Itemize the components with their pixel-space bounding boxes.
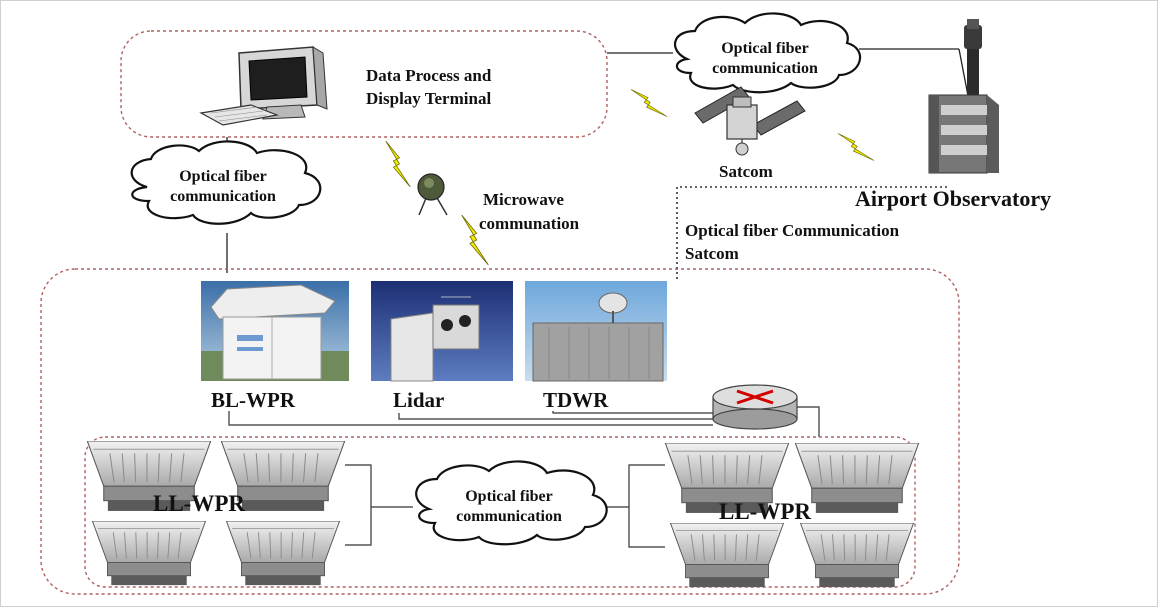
connector-right-llwpr-cloud — [628, 464, 665, 548]
ll-wpr-left-label: LL-WPR — [153, 491, 245, 516]
tdwr-photo — [525, 281, 667, 382]
field-container — [40, 268, 960, 595]
terminal-container — [120, 30, 608, 138]
connector-blwpr-router — [228, 411, 713, 426]
airport-label: Airport Observatory — [855, 186, 1051, 211]
cloud-left-label-line1: Optical fiber — [179, 168, 267, 185]
lidar-photo — [371, 281, 513, 382]
cloud-bottom-label-line2: communication — [456, 508, 562, 525]
cloud-top-label-line2: communication — [712, 60, 818, 77]
cloud-bottom-label-line1: Optical fiber — [465, 488, 553, 505]
desktop-computer-icon — [199, 46, 328, 126]
satcom-label: Satcom — [719, 162, 773, 181]
link-label-line2: Satcom — [685, 244, 739, 263]
connector-router-right — [797, 406, 820, 437]
wind-profiler-radar-icon — [799, 523, 915, 588]
lidar-label: Lidar — [393, 388, 444, 412]
tdwr-label: TDWR — [543, 388, 609, 412]
wind-profiler-radar-icon — [91, 521, 207, 586]
bl-wpr-photo — [201, 281, 349, 381]
connector-dotted-link — [676, 186, 947, 281]
ll-wpr-right-label: LL-WPR — [719, 499, 811, 524]
lightning-icon — [385, 141, 411, 187]
router-icon — [712, 384, 798, 430]
link-label-line1: Optical fiber Communication — [685, 221, 900, 240]
cloud-top — [674, 12, 862, 94]
microwave-label-line1: Microwave — [483, 190, 564, 209]
cloud-left-label-line2: communication — [170, 188, 276, 205]
cloud-bottom — [415, 460, 608, 546]
connector-left-llwpr-cloud — [345, 464, 372, 546]
microwave-antenna-icon — [417, 173, 448, 216]
terminal-label-line2: Display Terminal — [366, 89, 491, 108]
connector-tdwr-router — [552, 411, 713, 414]
ll-wpr-container — [84, 436, 916, 588]
connector-lidar-router — [398, 413, 713, 420]
lightning-icon — [629, 79, 669, 127]
wind-profiler-radar-icon — [225, 521, 341, 586]
satellite-icon — [694, 86, 806, 156]
observatory-tower-icon — [928, 19, 999, 174]
wind-profiler-radar-icon — [795, 443, 919, 514]
wind-profiler-radar-icon — [669, 523, 785, 588]
microwave-label-line2: communation — [479, 214, 580, 233]
lightning-icon — [837, 123, 875, 171]
terminal-label-line1: Data Process and — [366, 66, 492, 85]
bl-wpr-label: BL-WPR — [211, 388, 296, 412]
cloud-top-label-line1: Optical fiber — [721, 40, 809, 57]
cloud-left — [130, 140, 322, 225]
